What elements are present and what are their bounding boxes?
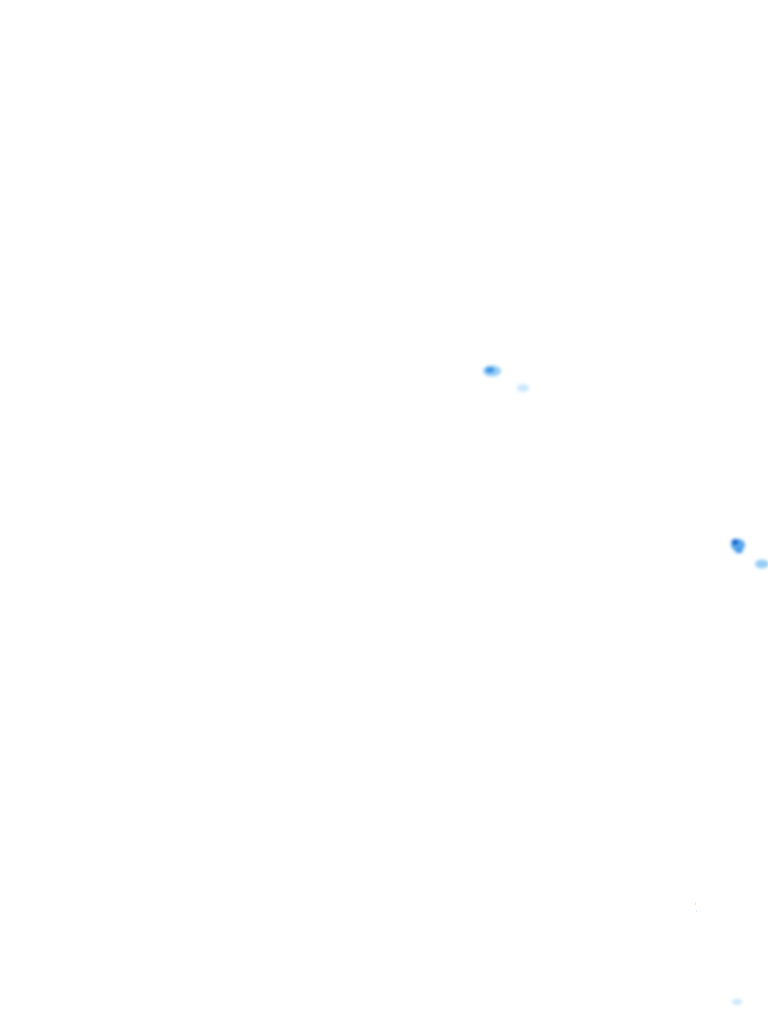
precip-echo bbox=[517, 384, 529, 392]
precip-echo bbox=[483, 365, 501, 377]
precip-echo bbox=[755, 559, 768, 569]
precip-echo bbox=[731, 999, 743, 1005]
precip-speck bbox=[695, 902, 697, 912]
precip-echo bbox=[731, 539, 745, 554]
